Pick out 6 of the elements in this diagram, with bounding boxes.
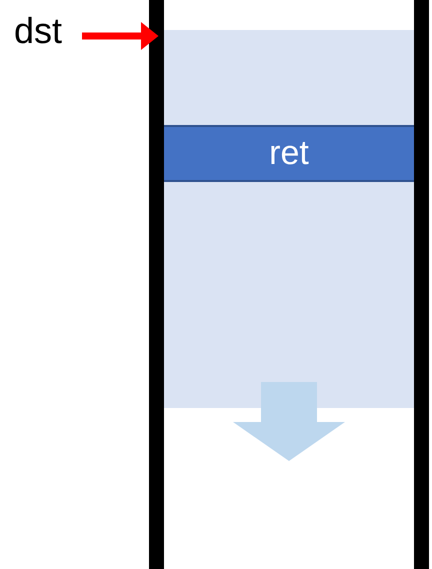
stack-frame-band: ret bbox=[164, 125, 414, 182]
stack-region bbox=[164, 30, 414, 408]
stack-wall bbox=[414, 0, 429, 569]
pointer-arrow bbox=[82, 22, 158, 50]
stack-wall bbox=[149, 0, 164, 569]
pointer-label: dst bbox=[14, 13, 78, 49]
